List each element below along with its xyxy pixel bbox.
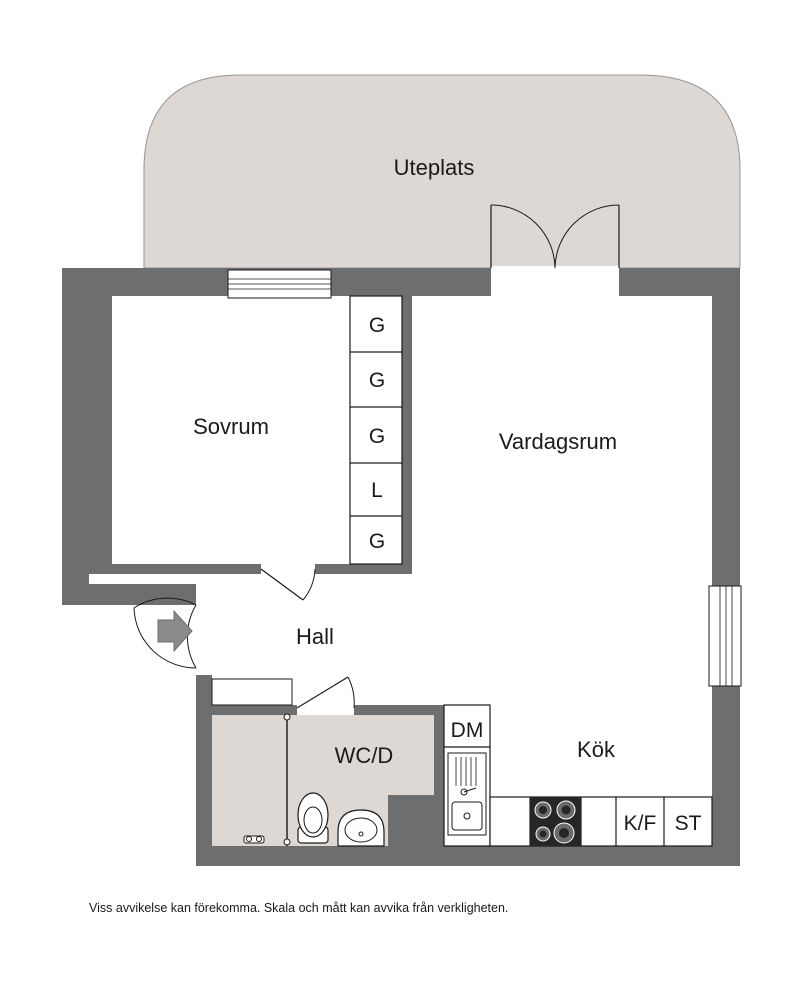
bedroom-door — [260, 568, 316, 601]
bedroom-label: Sovrum — [193, 414, 269, 439]
wardrobe-column: G G G L G — [349, 295, 403, 565]
terrace-area — [143, 74, 741, 269]
bedroom-window — [227, 269, 332, 299]
living-room-window — [708, 585, 742, 687]
linen-closet-label: L — [371, 479, 383, 502]
terrace-label: Uteplats — [394, 155, 475, 180]
toilet-icon — [297, 792, 329, 844]
living-room-label: Vardagsrum — [499, 429, 617, 454]
wardrobe-label-1: G — [369, 314, 385, 337]
bedroom-bottom-wall-right — [315, 564, 412, 574]
dishwasher-label: DM — [451, 719, 484, 742]
wardrobe-label-3: G — [369, 425, 385, 448]
entrance-door — [133, 597, 212, 675]
shower-mixer-icon — [243, 835, 265, 844]
wardrobe-label-2: G — [369, 369, 385, 392]
wc-label: WC/D — [335, 743, 394, 768]
cabinet-label: ST — [675, 812, 702, 835]
washbasin-icon — [337, 809, 385, 847]
wardrobe-label-4: G — [369, 530, 385, 553]
kitchen-label: Kök — [577, 737, 616, 762]
kitchen-counter: DM — [443, 704, 713, 847]
entrance-arrow-icon — [157, 609, 193, 653]
stove-icon — [530, 797, 581, 846]
partition-bedroom-living — [402, 296, 412, 570]
sink-icon — [447, 752, 487, 836]
bedroom-bottom-wall — [89, 564, 261, 574]
fridge-freezer-label: K/F — [624, 812, 657, 835]
wc-room — [211, 676, 444, 847]
bedroom-left-wall — [89, 296, 112, 574]
terrace-double-door — [490, 204, 620, 298]
hall-label: Hall — [296, 624, 334, 649]
disclaimer-text: Viss avvikelse kan förekomma. Skala och … — [89, 901, 509, 915]
